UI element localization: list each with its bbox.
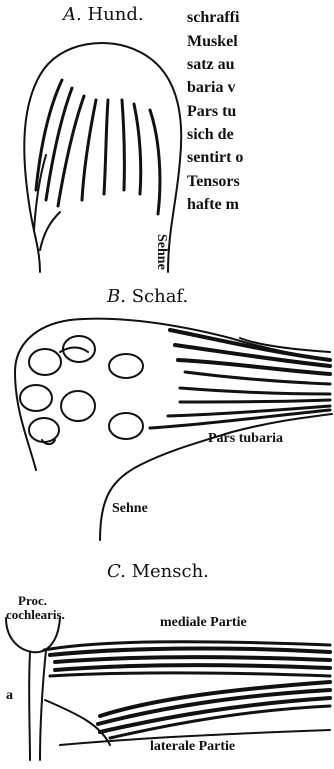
- figure-c-proc-label-1: Proc.: [18, 594, 47, 608]
- figure-c-proc-label-2: cochlearis.: [6, 608, 65, 622]
- figure-c-a-label: a: [6, 689, 13, 703]
- figure-c-lateral-label: laterale Partie: [150, 740, 235, 754]
- figure-c-medial-label: mediale Partie: [160, 616, 247, 630]
